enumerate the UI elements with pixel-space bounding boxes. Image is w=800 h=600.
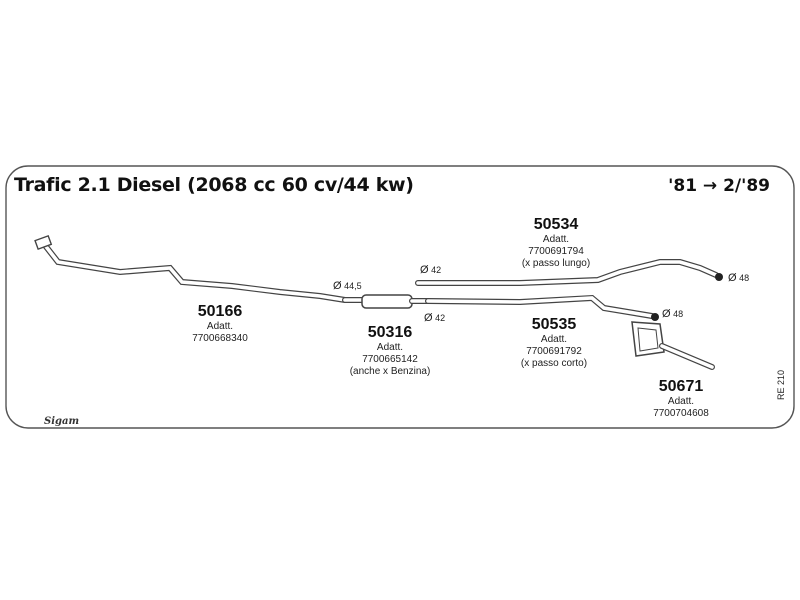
diameter-label-42-lower: Ø 42 <box>424 312 446 324</box>
part-code: 50316 <box>367 324 413 341</box>
reference-code: RE 210 <box>776 369 786 400</box>
part-note: Adatt. <box>540 334 568 345</box>
front-pipe-50166 <box>34 234 348 303</box>
middle-silencer-50316 <box>342 294 431 309</box>
part-oem-number: 7700691794 <box>528 246 584 257</box>
diameter-label-48-upper: Ø 48 <box>728 272 750 284</box>
rear-pipe-50535 <box>425 294 659 321</box>
part-remark: (anche x Benzina) <box>349 366 431 377</box>
diameter-icon: Ø <box>420 264 429 276</box>
rear-pipe-50534 <box>415 259 723 286</box>
part-code: 50535 <box>531 316 577 333</box>
part-note: Adatt. <box>206 321 234 332</box>
part-label-50671: 50671 Adatt. 7700704608 <box>638 378 724 420</box>
part-oem-number: 7700665142 <box>362 354 418 365</box>
part-label-50534: 50534 Adatt. 7700691794 (x passo lungo) <box>508 216 604 270</box>
diameter-label-42-upper: Ø 42 <box>420 264 442 276</box>
diameter-icon: Ø <box>333 280 342 292</box>
brand-logo: Sigam <box>44 416 80 427</box>
part-remark: (x passo lungo) <box>521 258 591 269</box>
model-period: '81 → 2/'89 <box>668 176 770 196</box>
part-code: 50166 <box>197 303 243 320</box>
part-note: Adatt. <box>667 396 695 407</box>
diameter-label-48-lower: Ø 48 <box>662 308 684 320</box>
part-label-50535: 50535 Adatt. 7700691792 (x passo corto) <box>506 316 602 370</box>
diameter-icon: Ø <box>424 312 433 324</box>
diameter-icon: Ø <box>728 272 737 284</box>
diameter-icon: Ø <box>662 308 671 320</box>
part-label-50316: 50316 Adatt. 7700665142 (anche x Benzina… <box>338 324 442 378</box>
part-oem-number: 7700704608 <box>653 408 709 419</box>
part-oem-number: 7700668340 <box>192 333 248 344</box>
card-border <box>5 165 795 429</box>
part-code: 50671 <box>658 378 704 395</box>
part-oem-number: 7700691792 <box>526 346 582 357</box>
rear-silencer-50671 <box>631 321 715 370</box>
part-note: Adatt. <box>376 342 404 353</box>
part-note: Adatt. <box>542 234 570 245</box>
part-label-50166: 50166 Adatt. 7700668340 <box>180 303 260 345</box>
diameter-label-44-5: Ø 44,5 <box>333 280 362 292</box>
page-title: Trafic 2.1 Diesel (2068 cc 60 cv/44 kw) <box>14 174 414 196</box>
part-remark: (x passo corto) <box>520 358 588 369</box>
part-code: 50534 <box>533 216 579 233</box>
